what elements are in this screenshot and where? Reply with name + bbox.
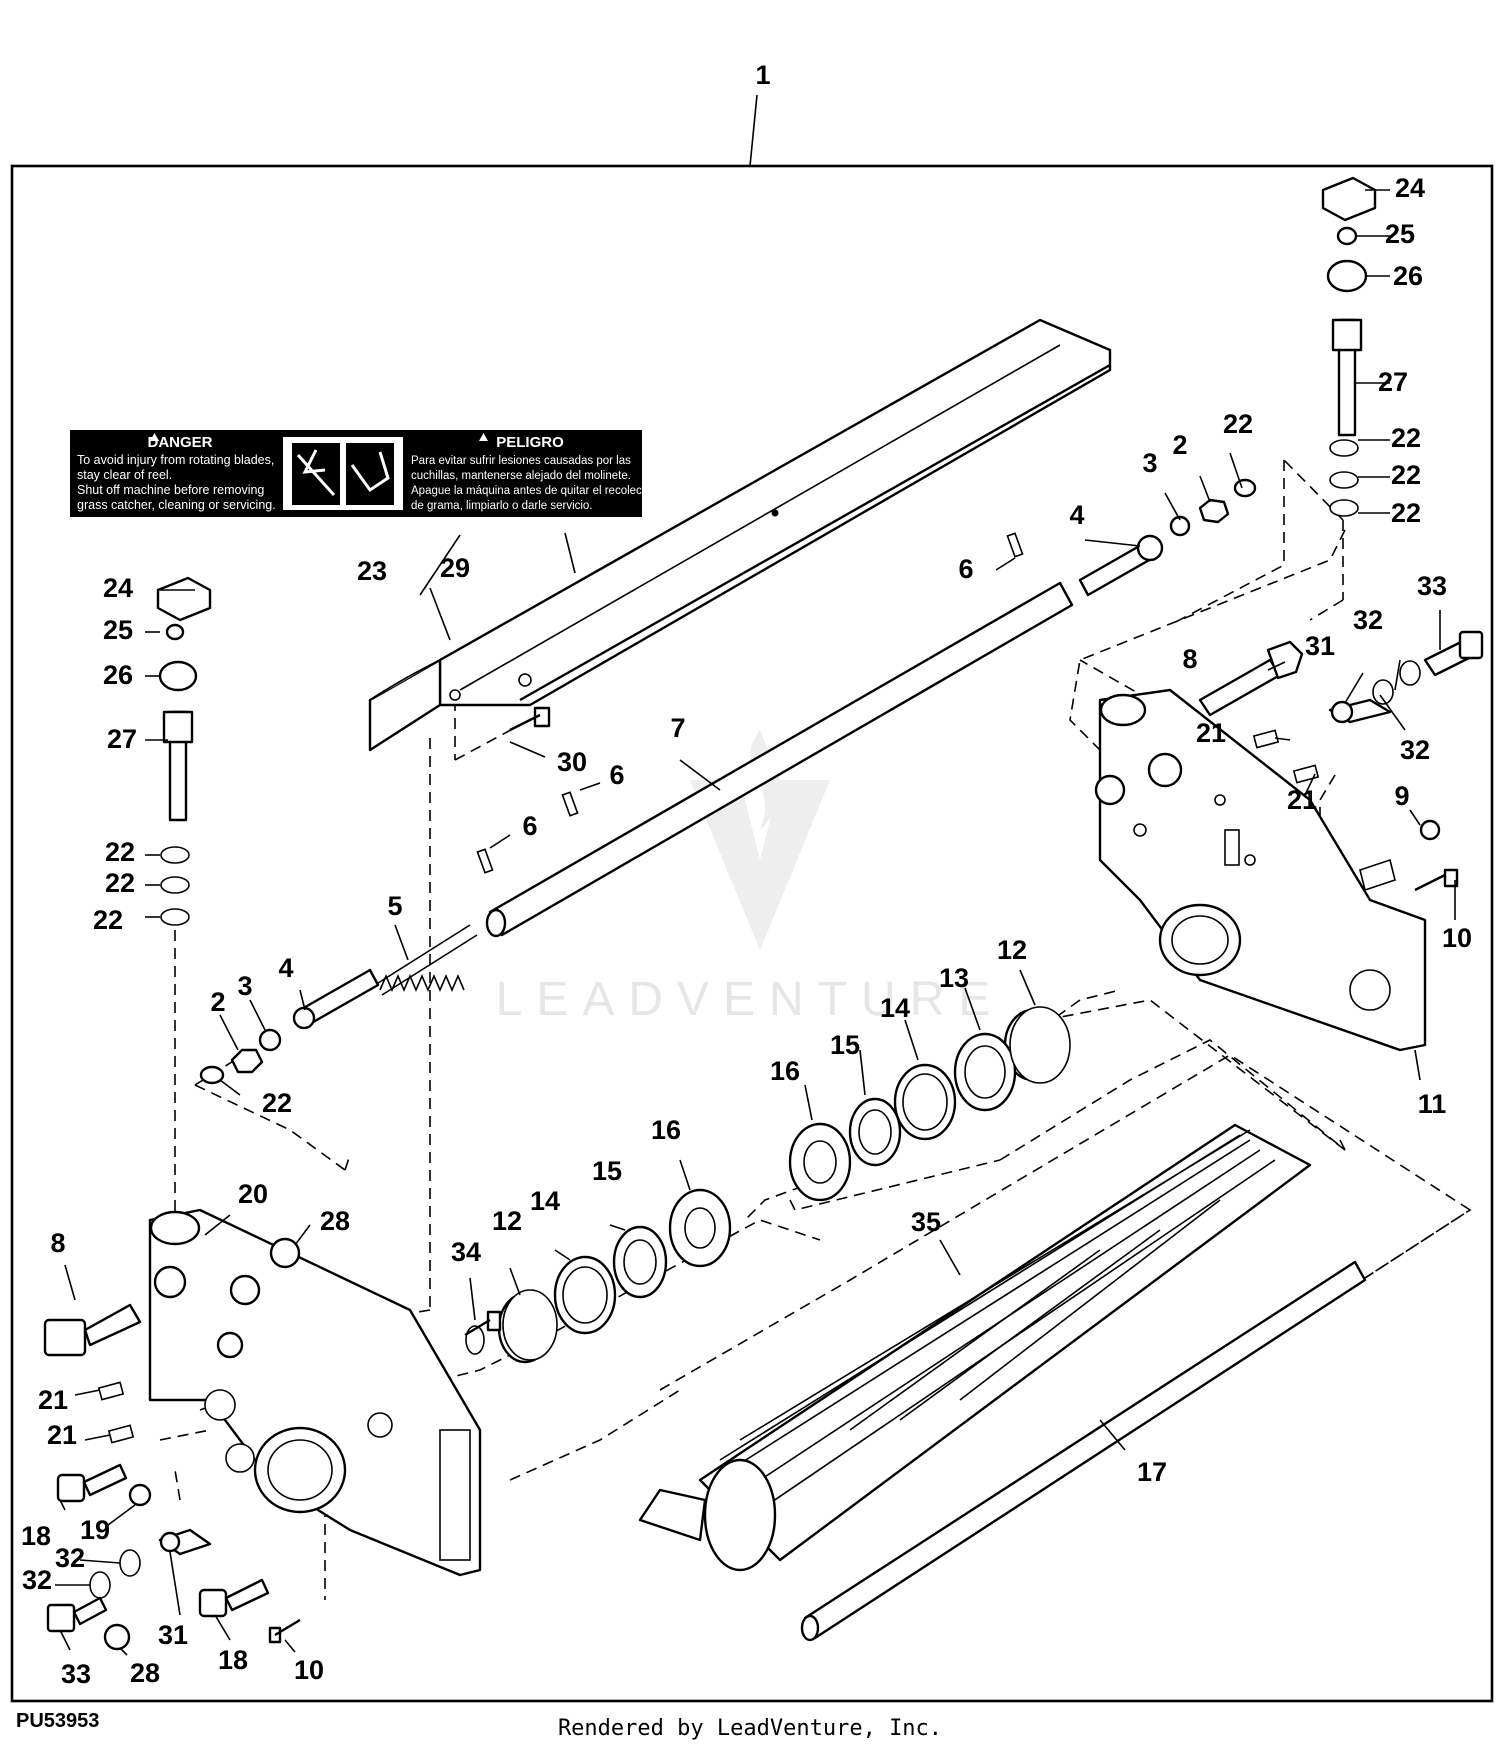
callout-18: 18 [21, 1521, 51, 1551]
callout-28: 28 [320, 1206, 350, 1236]
reel [638, 1123, 1312, 1572]
decal-peligro-line-4: de grama, limpiarlo o darle servicio. [411, 500, 593, 512]
callout-32: 32 [55, 1543, 85, 1573]
rods [199, 478, 1257, 1085]
callout-16: 16 [770, 1056, 800, 1086]
fasteners [43, 630, 1484, 1651]
callout-23: 23 [357, 556, 387, 586]
callout-10: 10 [294, 1655, 324, 1685]
decal-danger-title: DANGER [147, 434, 212, 451]
callout-27: 27 [1378, 367, 1408, 397]
decal-peligro-line-1: Para evitar sufrir lesiones causadas por… [411, 455, 631, 467]
callout-27: 27 [107, 724, 137, 754]
callout-21: 21 [1196, 718, 1226, 748]
decal-danger-line-1: To avoid injury from rotating blades, [77, 453, 274, 467]
callout-32: 32 [1353, 605, 1383, 635]
callout-4: 4 [1069, 500, 1084, 530]
callout-13: 13 [939, 963, 969, 993]
callout-31: 31 [1305, 631, 1335, 661]
callout-28: 28 [130, 1658, 160, 1688]
callout-6: 6 [958, 554, 973, 584]
decal-peligro-line-2: cuchillas, mantenerse alejado del moline… [411, 470, 631, 482]
callout-32: 32 [22, 1565, 52, 1595]
callout-25: 25 [1385, 219, 1415, 249]
callout-22: 22 [105, 868, 135, 898]
callout-21: 21 [38, 1385, 68, 1415]
callout-4: 4 [278, 953, 293, 983]
callout-33: 33 [1417, 571, 1447, 601]
render-credit: Rendered by LeadVenture, Inc. [558, 1716, 942, 1741]
top-shield [368, 318, 1112, 752]
callout-26: 26 [1393, 261, 1423, 291]
callout-30: 30 [557, 747, 587, 777]
left-side-plate [148, 1208, 482, 1577]
callout-16: 16 [651, 1115, 681, 1145]
callout-2: 2 [1172, 430, 1187, 460]
diagram-frame [10, 164, 1494, 1703]
danger-decal: DANGER To avoid injury from rotating bla… [70, 430, 655, 517]
callout-14: 14 [530, 1186, 560, 1216]
callout-22: 22 [93, 905, 123, 935]
callout-32: 32 [1400, 735, 1430, 765]
decal-danger-line-3: Shut off machine before removing [77, 483, 264, 497]
decal-peligro-line-3: Apague la máquina antes de quitar el rec… [411, 485, 655, 497]
callout-21: 21 [47, 1420, 77, 1450]
decal-danger-line-2: stay clear of reel. [77, 468, 172, 482]
callout-33: 33 [61, 1659, 91, 1689]
callout-2: 2 [210, 987, 225, 1017]
callout-11: 11 [1418, 1089, 1447, 1119]
callout-20: 20 [238, 1179, 268, 1209]
callout-17: 17 [1137, 1457, 1167, 1487]
callout-35: 35 [911, 1207, 941, 1237]
callout-15: 15 [592, 1156, 622, 1186]
callout-9: 9 [1394, 781, 1409, 811]
callout-29: 29 [440, 553, 470, 583]
callout-8: 8 [50, 1228, 65, 1258]
callouts: 1 24 25 26 27 22 22 22 22 3 2 4 6 23 29 … [21, 60, 1472, 1689]
bedknife-bar [800, 1260, 1367, 1642]
callout-25: 25 [103, 615, 133, 645]
leader-1 [749, 94, 758, 167]
callout-22: 22 [1391, 460, 1421, 490]
callout-22: 22 [1391, 498, 1421, 528]
callout-22: 22 [1223, 409, 1253, 439]
watermark-text: LEADVENTURE [496, 973, 1005, 1026]
decal-danger-line-4: grass catcher, cleaning or servicing. [77, 498, 276, 512]
callout-7: 7 [670, 713, 685, 743]
leader-lines [55, 189, 1456, 1656]
callout-24: 24 [1395, 173, 1425, 203]
adjuster-stack-right [1321, 176, 1377, 517]
right-side-plate [1094, 688, 1427, 1052]
callout-18: 18 [218, 1645, 248, 1675]
callout-12: 12 [492, 1206, 522, 1236]
callout-3: 3 [237, 971, 252, 1001]
callout-10: 10 [1442, 923, 1472, 953]
callout-22: 22 [1391, 423, 1421, 453]
callout-26: 26 [103, 660, 133, 690]
adjuster-stack-left [156, 576, 212, 926]
callout-24: 24 [103, 573, 133, 603]
callout-21: 21 [1287, 785, 1317, 815]
callout-22: 22 [262, 1088, 292, 1118]
callout-22: 22 [105, 837, 135, 867]
callout-5: 5 [387, 891, 402, 921]
callout-3: 3 [1142, 448, 1157, 478]
decal-peligro-title: PELIGRO [496, 434, 564, 451]
callout-8: 8 [1182, 644, 1197, 674]
callout-19: 19 [80, 1515, 110, 1545]
callout-31: 31 [158, 1620, 188, 1650]
figure-id: PU53953 [16, 1710, 99, 1732]
callout-6: 6 [609, 760, 624, 790]
callout-6: 6 [522, 811, 537, 841]
callout-1: 1 [755, 60, 770, 90]
callout-12: 12 [997, 935, 1027, 965]
callout-14: 14 [880, 993, 910, 1023]
callout-34: 34 [451, 1237, 481, 1267]
watermark: LEADVENTURE [496, 730, 1005, 1026]
callout-15: 15 [830, 1030, 860, 1060]
